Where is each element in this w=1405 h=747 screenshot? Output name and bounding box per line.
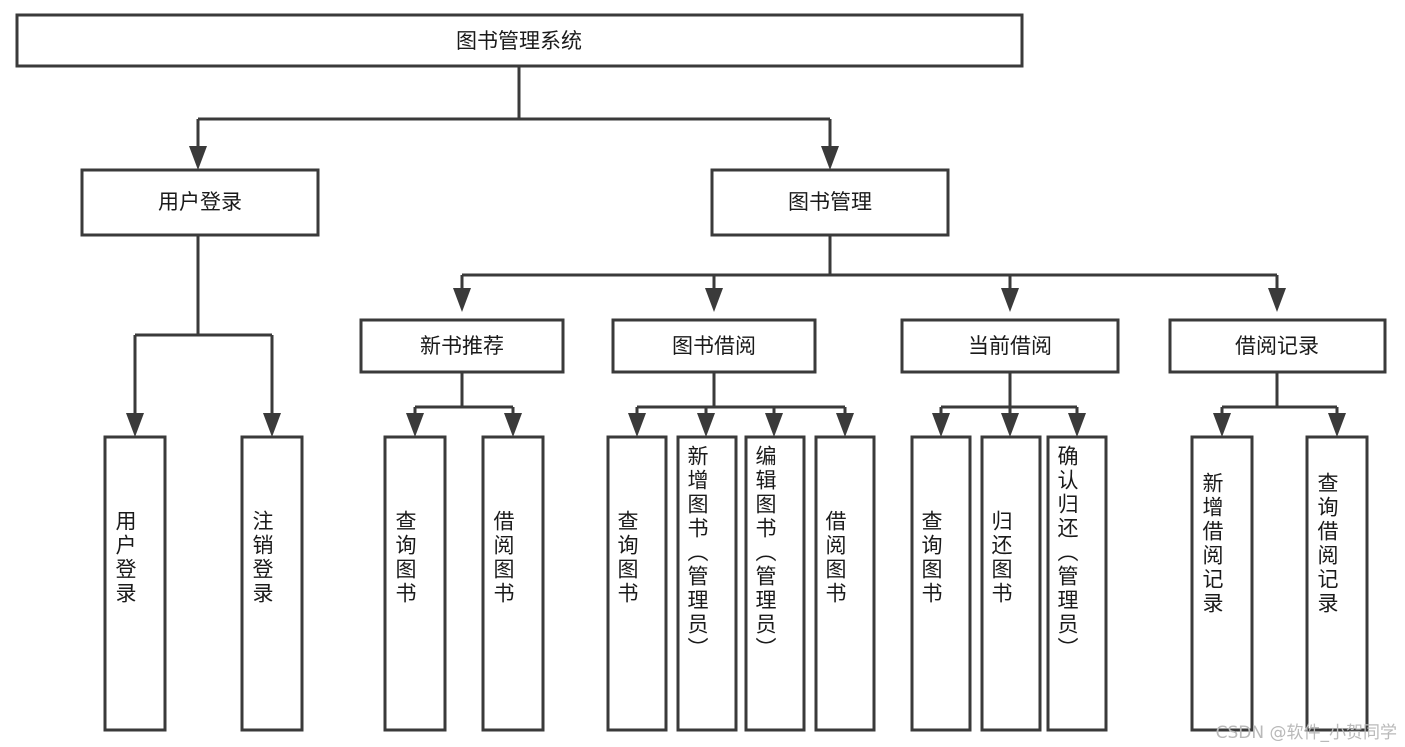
connector-group-new-book — [406, 372, 522, 437]
node-new-book-recommend-box[interactable] — [359, 318, 565, 374]
node-new-book-recommend[interactable]: 新书推荐 — [359, 318, 565, 374]
leaf-box-cb-confirm-return[interactable] — [1046, 435, 1108, 732]
arrow-head-book-borrow — [705, 288, 723, 312]
node-book-borrow[interactable]: 图书借阅 — [611, 318, 817, 374]
leaf-box-nb-borrow-book[interactable] — [481, 435, 545, 732]
arrow-head-cb-leaf1 — [932, 413, 950, 437]
node-user-login-box[interactable] — [80, 168, 320, 237]
node-book-management[interactable]: 图书管理 — [710, 168, 950, 237]
node-book-management-box[interactable] — [710, 168, 950, 237]
leaf-box-bb-edit-book[interactable] — [744, 435, 806, 732]
node-book-borrow-label: 图书借阅 — [672, 334, 756, 358]
leaf-box-bb-borrow-book[interactable] — [814, 435, 876, 732]
leaf-box-user-login[interactable] — [103, 435, 167, 732]
arrow-head-user-login — [189, 146, 207, 170]
connector-group-book-mgmt — [453, 235, 1286, 312]
node-book-management-label: 图书管理 — [788, 190, 872, 214]
node-borrow-record-label: 借阅记录 — [1235, 334, 1319, 358]
arrow-head-new-book — [453, 288, 471, 312]
arrow-head-book-mgmt — [821, 146, 839, 170]
node-root-book-management-system[interactable]: 图书管理系统 — [15, 13, 1024, 68]
connector-group-current-borrow — [932, 372, 1086, 437]
arrow-head-bb-leaf4 — [836, 413, 854, 437]
connector-group-user-login — [126, 235, 281, 437]
arrow-head-borrow-record — [1268, 288, 1286, 312]
node-borrow-record[interactable]: 借阅记录 — [1168, 318, 1387, 374]
arrow-head-cb-leaf3 — [1068, 413, 1086, 437]
arrow-head-ul-leaf2 — [263, 413, 281, 437]
leaf-box-bb-add-book[interactable] — [676, 435, 738, 732]
node-user-login[interactable]: 用户登录 — [80, 168, 320, 237]
node-current-borrow[interactable]: 当前借阅 — [900, 318, 1120, 374]
arrow-head-nb-leaf2 — [504, 413, 522, 437]
arrow-head-ul-leaf1 — [126, 413, 144, 437]
connector-group-borrow-record — [1213, 372, 1346, 437]
leaf-box-bb-query-book[interactable] — [606, 435, 668, 732]
leaf-box-logout[interactable] — [240, 435, 304, 732]
node-user-login-label: 用户登录 — [158, 190, 242, 214]
connector-group-book-borrow — [628, 372, 854, 437]
node-current-borrow-label: 当前借阅 — [968, 334, 1052, 358]
arrow-head-br-leaf1 — [1213, 413, 1231, 437]
node-new-book-recommend-label: 新书推荐 — [420, 334, 504, 358]
arrow-head-cb-leaf2 — [1001, 413, 1019, 437]
arrow-head-bb-leaf2 — [697, 413, 715, 437]
leaf-boxes — [103, 435, 1369, 732]
node-book-borrow-box[interactable] — [611, 318, 817, 374]
leaf-box-br-add-record[interactable] — [1190, 435, 1254, 732]
arrow-head-current-borrow — [1001, 288, 1019, 312]
csdn-watermark: CSDN @软件_小贺同学 — [1215, 723, 1397, 743]
leaf-box-cb-query-book[interactable] — [910, 435, 972, 732]
arrow-head-nb-leaf1 — [406, 413, 424, 437]
arrow-head-bb-leaf1 — [628, 413, 646, 437]
leaf-box-nb-query-book[interactable] — [383, 435, 447, 732]
leaf-box-cb-return-book[interactable] — [980, 435, 1042, 732]
connector-group-root — [189, 66, 839, 170]
arrow-head-br-leaf2 — [1328, 413, 1346, 437]
node-current-borrow-box[interactable] — [900, 318, 1120, 374]
node-borrow-record-box[interactable] — [1168, 318, 1387, 374]
node-root-label: 图书管理系统 — [456, 29, 582, 53]
leaf-box-br-query-record[interactable] — [1305, 435, 1369, 732]
arrow-head-bb-leaf3 — [765, 413, 783, 437]
node-root-box[interactable] — [15, 13, 1024, 68]
